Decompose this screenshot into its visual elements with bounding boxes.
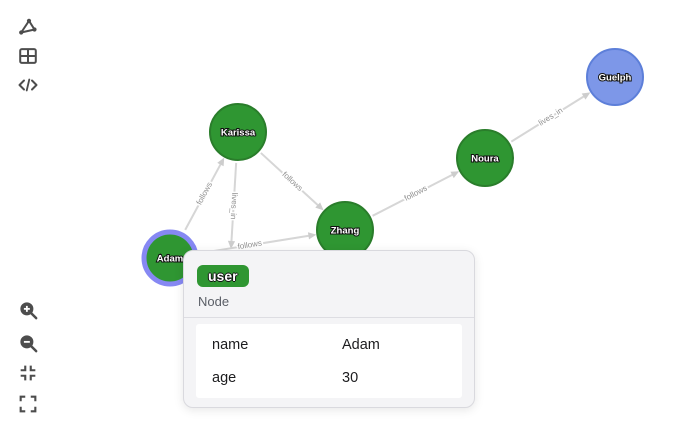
graph-edge-follows[interactable] bbox=[372, 173, 455, 217]
zoom-out-icon bbox=[19, 334, 37, 352]
tooltip-type-label: Node bbox=[198, 294, 230, 309]
property-key: name bbox=[212, 336, 249, 353]
graph-edge-follows[interactable] bbox=[184, 162, 223, 231]
graph-edge-lives_in[interactable] bbox=[510, 94, 586, 143]
graph-edge-lives_in[interactable] bbox=[230, 162, 238, 244]
edge-arrowhead bbox=[450, 171, 460, 179]
fullscreen-icon bbox=[19, 395, 37, 413]
code-view-button[interactable] bbox=[15, 72, 41, 98]
edge-label: follows bbox=[403, 184, 429, 203]
edge-label: follows bbox=[280, 170, 304, 193]
edge-arrowhead bbox=[227, 240, 236, 249]
node-circle[interactable] bbox=[209, 103, 267, 161]
node-label: Zhang bbox=[331, 226, 360, 237]
table-icon bbox=[19, 48, 37, 64]
table-view-button[interactable] bbox=[15, 43, 41, 69]
fit-view-icon bbox=[20, 365, 36, 381]
edge-arrowhead bbox=[315, 202, 324, 211]
node-label: Guelph bbox=[599, 73, 632, 84]
graph-edge-follows[interactable] bbox=[260, 152, 320, 208]
graph-node-Guelph[interactable]: Guelph bbox=[586, 48, 644, 106]
edge-label: lives_in bbox=[229, 192, 240, 219]
property-value: 30 bbox=[342, 369, 359, 386]
node-label: Karissa bbox=[221, 128, 256, 139]
graph-icon bbox=[19, 18, 37, 35]
zoom-in-icon bbox=[19, 301, 37, 319]
edge-label: lives_in bbox=[537, 106, 564, 128]
property-value: Adam bbox=[342, 336, 380, 353]
node-label: Noura bbox=[471, 154, 499, 165]
node-tooltip: user Node name Adam age 30 bbox=[183, 250, 475, 408]
zoom-in-button[interactable] bbox=[15, 297, 41, 323]
graph-node-Noura[interactable]: Noura bbox=[456, 129, 514, 187]
tooltip-divider bbox=[184, 317, 474, 318]
graph-node-Zhang[interactable]: Zhang bbox=[316, 201, 374, 259]
edge-arrowhead bbox=[217, 157, 225, 167]
graph-view-button[interactable] bbox=[15, 15, 41, 41]
property-row: age 30 bbox=[196, 361, 462, 394]
node-label-badge: user bbox=[197, 265, 249, 287]
node-circle[interactable] bbox=[456, 129, 514, 187]
fullscreen-button[interactable] bbox=[15, 391, 41, 417]
fit-view-button[interactable] bbox=[15, 360, 41, 386]
edge-arrowhead bbox=[307, 232, 317, 240]
property-key: age bbox=[212, 369, 237, 386]
node-circle[interactable] bbox=[586, 48, 644, 106]
properties-table: name Adam age 30 bbox=[196, 324, 462, 398]
edge-arrowhead bbox=[581, 92, 591, 100]
zoom-out-button[interactable] bbox=[15, 330, 41, 356]
code-icon bbox=[18, 78, 38, 92]
node-label: Adam bbox=[157, 254, 183, 265]
property-row: name Adam bbox=[196, 328, 462, 361]
edge-label: follows bbox=[195, 181, 215, 207]
graph-node-Karissa[interactable]: Karissa bbox=[209, 103, 267, 161]
